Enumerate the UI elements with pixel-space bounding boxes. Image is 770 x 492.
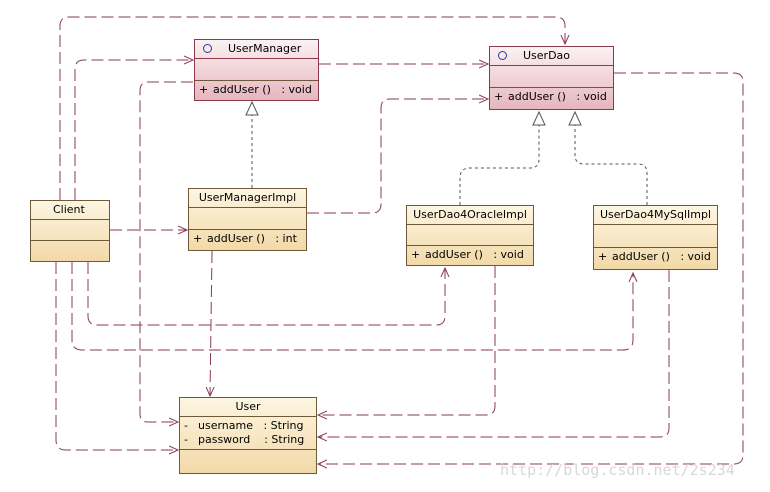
operations-section: +addUser () : int [189, 230, 306, 248]
dep-mysql-user [318, 270, 670, 437]
operation: +addUser () : void [411, 248, 524, 261]
attribute: -password : String [184, 433, 305, 446]
operation: +addUser () : void [494, 90, 607, 103]
attributes-section [195, 59, 318, 81]
attributes-section: -username : String -password : String [180, 417, 316, 450]
dep-impl-userdao [307, 99, 488, 214]
dep-oracle-user [318, 266, 496, 415]
class-name: UserDao4OracleImpl [407, 206, 533, 225]
attributes-section [189, 208, 306, 230]
class-userdao4mysqlimpl[interactable]: UserDao4MySqlImpl +addUser () : void [593, 205, 718, 270]
dep-client-oracle [87, 262, 445, 326]
dep-client-usermanager [74, 60, 193, 200]
class-name: UserDao4MySqlImpl [594, 206, 717, 225]
realization-mysql-userdao [568, 110, 648, 205]
watermark: http://blog.csdn.net/2s234 [500, 461, 735, 479]
class-user[interactable]: User -username : String -password : Stri… [179, 397, 317, 474]
operations-section: +addUser () : void [195, 81, 318, 99]
dep-userdao-user [318, 72, 744, 464]
class-client[interactable]: Client [30, 200, 110, 262]
attribute: -username : String [184, 419, 304, 432]
attributes-section [594, 225, 717, 248]
operations-section: +addUser () : void [594, 248, 717, 266]
attributes-section [31, 220, 109, 241]
dep-client-userdao [59, 16, 565, 200]
interface-icon [498, 50, 507, 60]
class-userdao[interactable]: UserDao +addUser () : void [489, 46, 614, 110]
class-name: UserDao [490, 47, 613, 66]
attributes-section [407, 225, 533, 246]
class-usermanagerimpl[interactable]: UserManagerImpl +addUser () : int [188, 188, 307, 251]
dep-client-user [55, 262, 178, 450]
class-name: Client [31, 201, 109, 220]
interface-icon [203, 43, 212, 53]
realization-oracle-userdao [459, 110, 546, 205]
operations-section: +addUser () : void [490, 88, 613, 106]
operations-section: +addUser () : void [407, 246, 533, 264]
dep-usermanager-user [139, 81, 193, 422]
class-usermanager[interactable]: UserManager +addUser () : void [194, 39, 319, 101]
class-name: UserManager [195, 40, 318, 59]
attributes-section [490, 66, 613, 88]
class-name: UserManagerImpl [189, 189, 306, 208]
class-userdao4oracleimpl[interactable]: UserDao4OracleImpl +addUser () : void [406, 205, 534, 266]
class-name: User [180, 398, 316, 417]
operation: +addUser () : void [199, 83, 312, 96]
operation: +addUser () : void [598, 250, 711, 263]
operation: +addUser () : int [193, 232, 297, 245]
dep-client-mysql [71, 262, 633, 351]
dep-impl-user [210, 250, 212, 396]
